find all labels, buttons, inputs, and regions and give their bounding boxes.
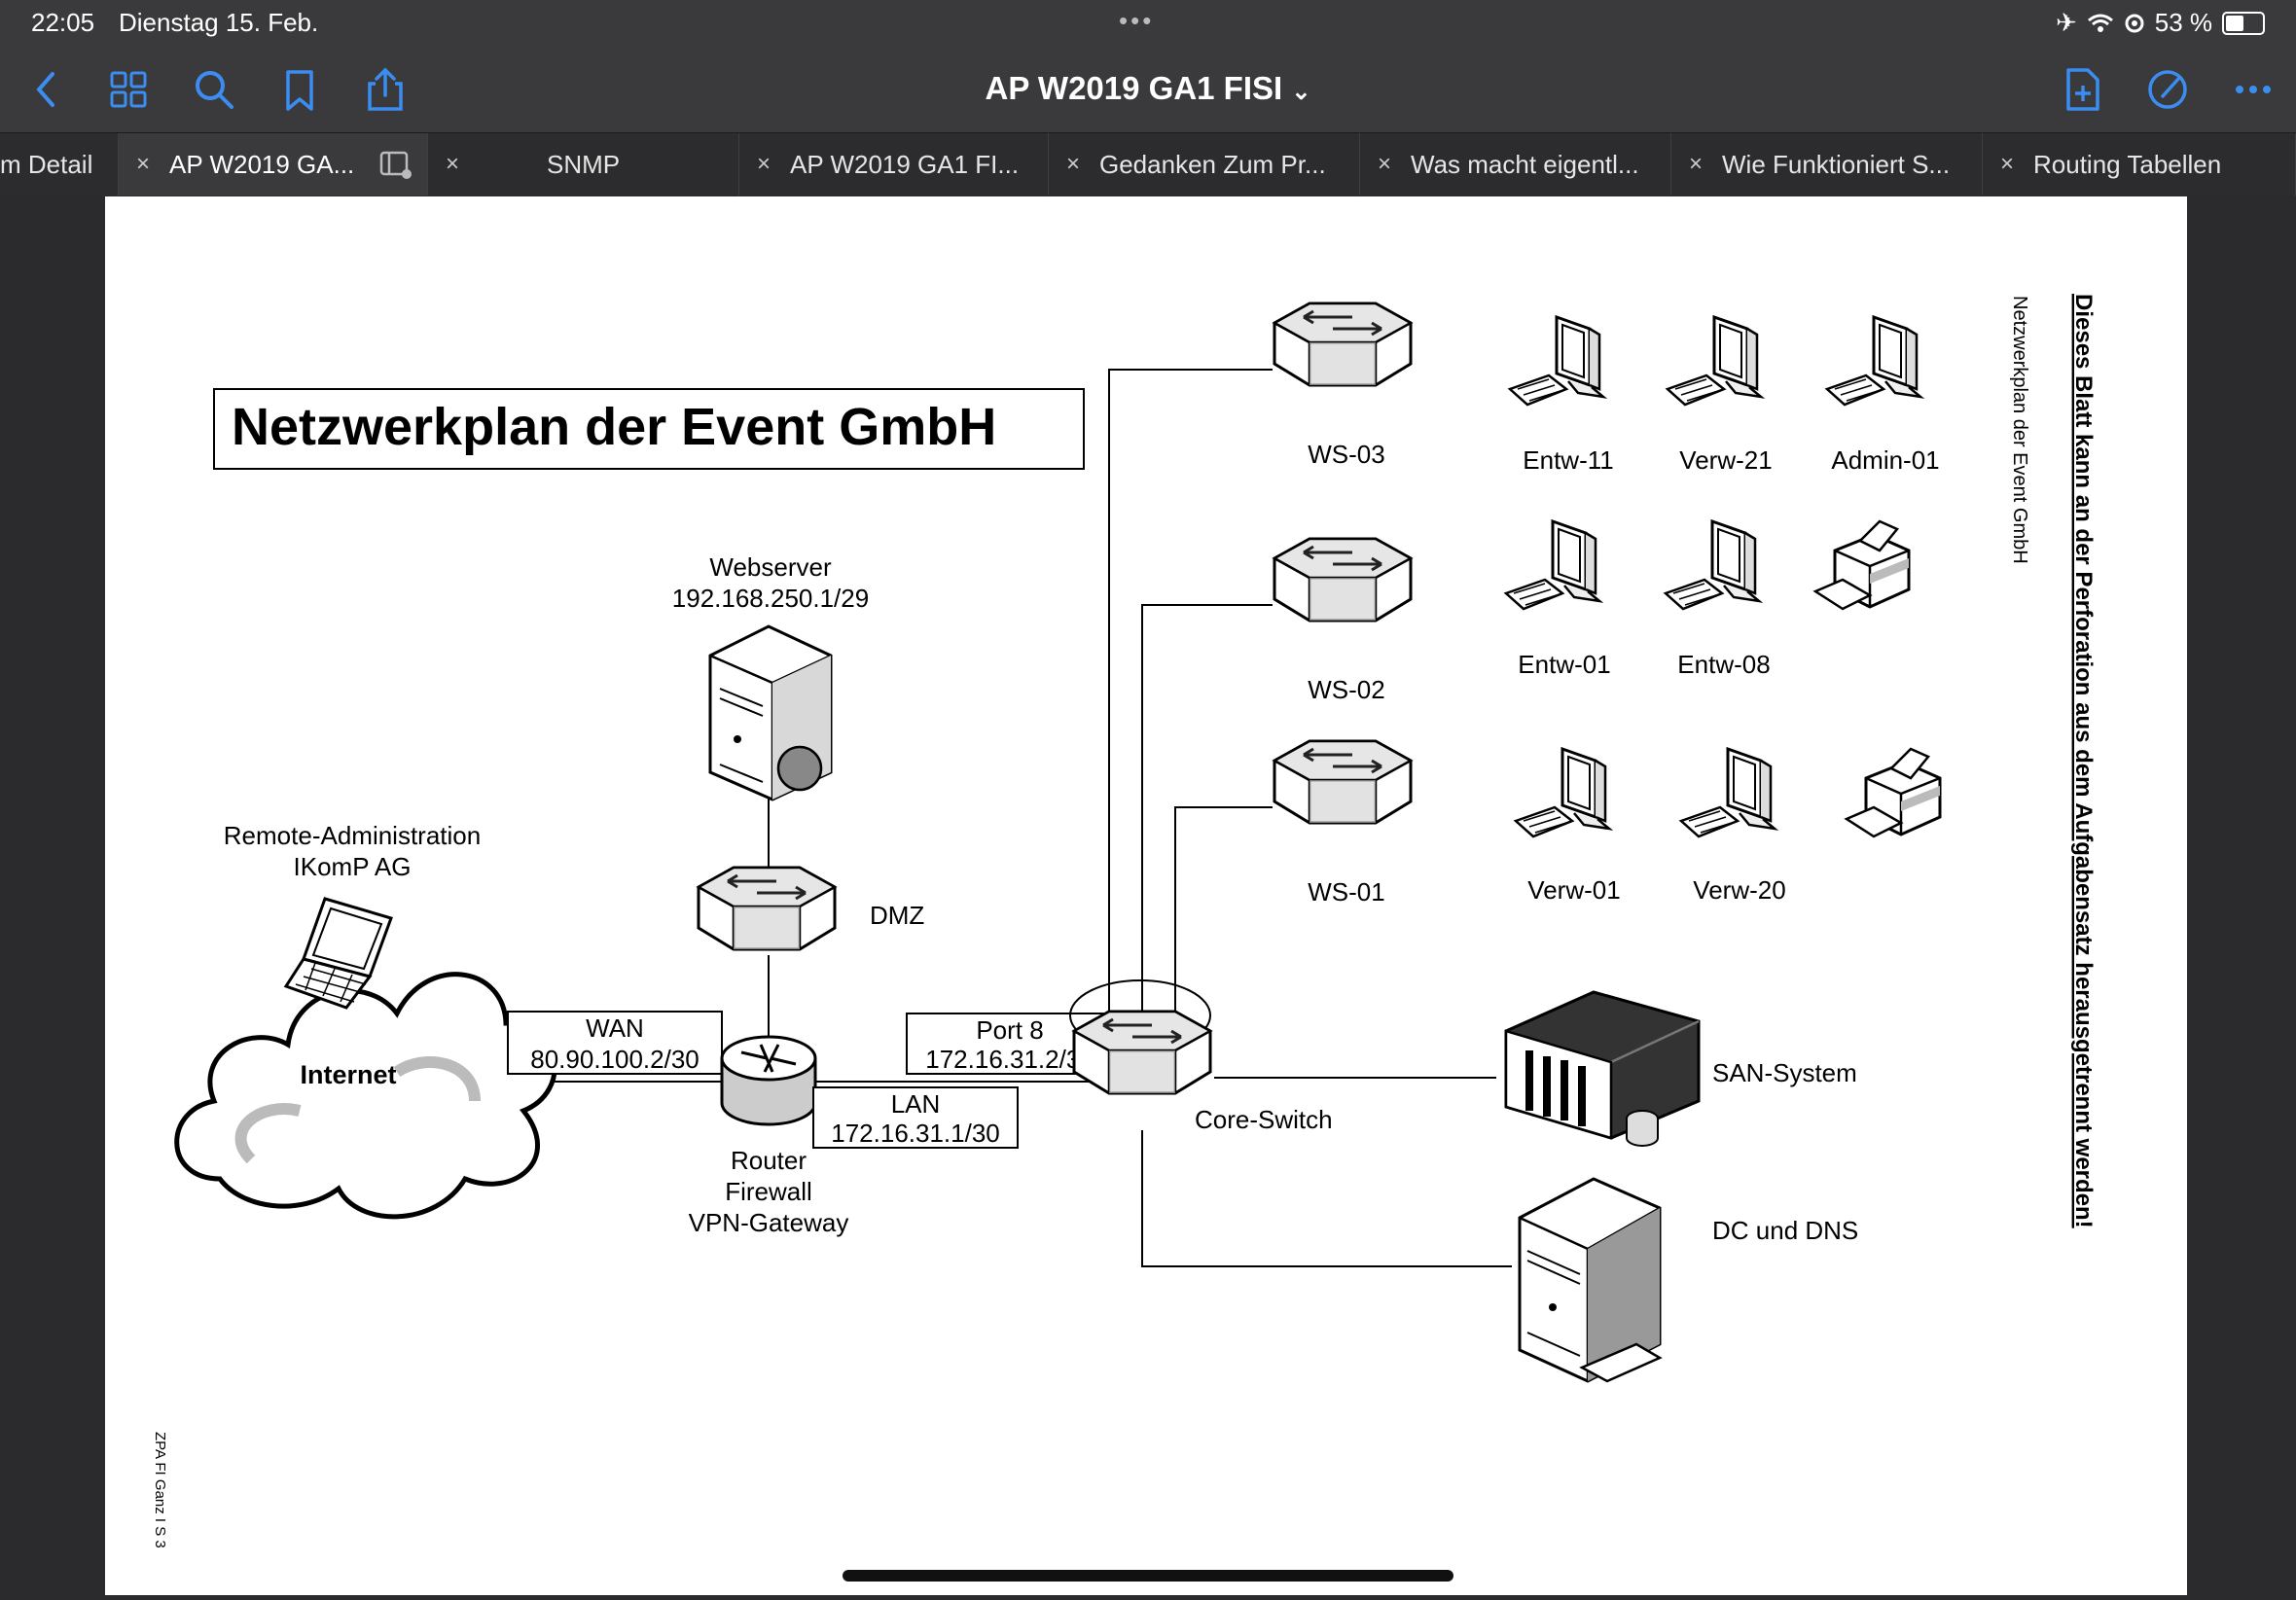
pc-verw-21-icon <box>1666 315 1763 407</box>
tab-close-icon[interactable]: × <box>2000 151 2015 177</box>
internet-label: Internet <box>300 1060 396 1089</box>
pc-admin-01-icon <box>1825 315 1922 407</box>
add-page-icon[interactable] <box>2057 64 2107 115</box>
pc-verw-01-label: Verw-01 <box>1527 875 1620 905</box>
ws01-label: WS-01 <box>1308 877 1384 907</box>
tab-gedanken[interactable]: ×Gedanken Zum Pr... <box>1049 133 1360 196</box>
wifi-icon <box>2087 14 2113 32</box>
laptop-icon <box>283 897 393 1010</box>
dmz-label: DMZ <box>870 901 924 930</box>
thumbnails-grid-icon[interactable] <box>103 64 154 115</box>
dc-server-icon <box>1518 1177 1663 1383</box>
document-title: AP W2019 GA1 FISI <box>985 70 1283 106</box>
bookmark-icon[interactable] <box>274 64 325 115</box>
date: Dienstag 15. Feb. <box>119 8 319 37</box>
ws02-label: WS-02 <box>1308 675 1384 704</box>
tab-close-icon[interactable]: × <box>1689 151 1704 177</box>
dc-dns-label: DC und DNS <box>1712 1216 1858 1245</box>
tab-bar: m Detail × AP W2019 GA... ×SNMP ×AP W201… <box>0 132 2296 196</box>
tab-snmp[interactable]: ×SNMP <box>428 133 739 196</box>
printer-1-icon <box>1813 519 1911 611</box>
router-label: Router <box>731 1146 807 1175</box>
lan-ip: 172.16.31.1/30 <box>831 1119 1000 1148</box>
status-bar: 22:05 Dienstag 15. Feb. ••• ✈ 53 % <box>0 0 2296 47</box>
tab-routing-tabellen[interactable]: ×Routing Tabellen <box>1983 133 2296 196</box>
san-system-icon <box>1504 990 1701 1147</box>
pc-entw-11-label: Entw-11 <box>1523 445 1613 475</box>
split-view-icon[interactable] <box>379 151 413 180</box>
webserver-icon <box>708 624 833 801</box>
wan-label: WAN <box>586 1013 644 1043</box>
remote-admin-label: Remote-Administration <box>224 821 481 850</box>
tab-close-icon[interactable]: × <box>1066 151 1081 177</box>
lan-label: LAN <box>891 1089 941 1119</box>
share-icon[interactable] <box>360 64 411 115</box>
pc-verw-01-icon <box>1514 747 1611 838</box>
tab-ap-w2019-fi[interactable]: ×AP W2019 GA1 FI... <box>739 133 1049 196</box>
clock: 22:05 <box>31 8 95 37</box>
san-system-label: SAN-System <box>1712 1058 1857 1087</box>
tab-ap-w2019-active[interactable]: × AP W2019 GA... <box>119 133 428 196</box>
pc-entw-08-icon <box>1664 519 1761 611</box>
status-icons: ✈ 53 % <box>2056 8 2265 38</box>
tab-close-icon[interactable]: × <box>136 151 151 177</box>
tab-close-icon[interactable]: × <box>1378 151 1392 177</box>
pdf-page[interactable]: Netzwerkplan der Event GmbH Dieses Blatt… <box>105 196 2187 1595</box>
toolbar: AP W2019 GA1 FISI ⌄ <box>0 47 2296 132</box>
dmz-switch-icon <box>697 866 837 951</box>
tab-was-macht[interactable]: ×Was macht eigentl... <box>1360 133 1671 196</box>
tab-detail[interactable]: m Detail <box>0 133 119 196</box>
port8-label: Port 8 <box>976 1015 1043 1045</box>
location-lock-icon <box>2125 14 2144 32</box>
ws03-switch-icon <box>1273 302 1413 387</box>
remote-admin-company: IKomP AG <box>294 852 412 881</box>
tab-close-icon[interactable]: × <box>757 151 771 177</box>
router-icon <box>720 1035 817 1126</box>
battery-fill <box>2226 15 2244 31</box>
pc-verw-21-label: Verw-21 <box>1679 445 1772 475</box>
page-footer: ZPA FI Ganz I S 3 <box>152 1432 168 1548</box>
printer-2-icon <box>1845 747 1942 838</box>
wan-ip: 80.90.100.2/30 <box>530 1045 700 1074</box>
pc-entw-01-icon <box>1504 519 1601 611</box>
port8-ip: 172.16.31.2/30 <box>925 1045 1094 1074</box>
core-switch-label: Core-Switch <box>1195 1105 1333 1134</box>
network-diagram: Netzwerkplan der Event GmbH Dieses Blatt… <box>152 294 2097 1548</box>
chevron-down-icon: ⌄ <box>1291 79 1311 105</box>
battery-icon <box>2222 11 2265 35</box>
ws02-switch-icon <box>1273 537 1413 622</box>
internet-cloud-icon <box>174 972 557 1220</box>
annotate-pen-icon[interactable] <box>2142 64 2193 115</box>
more-options-icon[interactable] <box>2228 64 2278 115</box>
side-note: Dieses Blatt kann an der Perforation aus… <box>2070 294 2097 1228</box>
pc-entw-01-label: Entw-01 <box>1518 650 1610 679</box>
tab-close-icon[interactable]: × <box>446 151 460 177</box>
document-title-menu[interactable]: AP W2019 GA1 FISI ⌄ <box>0 70 2296 107</box>
airplane-icon: ✈ <box>2055 8 2077 37</box>
webserver-ip: 192.168.250.1/29 <box>672 584 869 613</box>
search-icon[interactable] <box>189 64 239 115</box>
webserver-label: Webserver <box>709 552 832 582</box>
vpn-gateway-label: VPN-Gateway <box>689 1208 849 1237</box>
pc-verw-20-label: Verw-20 <box>1693 875 1785 905</box>
pc-verw-20-icon <box>1679 747 1776 838</box>
back-icon[interactable] <box>21 64 72 115</box>
pc-admin-01-label: Admin-01 <box>1831 445 1939 475</box>
core-switch-icon <box>1072 1010 1212 1095</box>
pc-entw-08-label: Entw-08 <box>1677 650 1770 679</box>
home-indicator[interactable] <box>843 1570 1453 1582</box>
firewall-label: Firewall <box>725 1177 812 1206</box>
diagram-title: Netzwerkplan der Event GmbH <box>232 398 996 456</box>
battery-percent: 53 % <box>2154 8 2212 37</box>
pc-entw-11-icon <box>1508 315 1605 407</box>
ws01-switch-icon <box>1273 739 1413 825</box>
multitasking-dots-icon[interactable]: ••• <box>1119 6 1155 35</box>
side-caption: Netzwerkplan der Event GmbH <box>2009 296 2030 564</box>
tab-wie-funktioniert[interactable]: ×Wie Funktioniert S... <box>1671 133 1983 196</box>
ws03-label: WS-03 <box>1308 440 1384 469</box>
